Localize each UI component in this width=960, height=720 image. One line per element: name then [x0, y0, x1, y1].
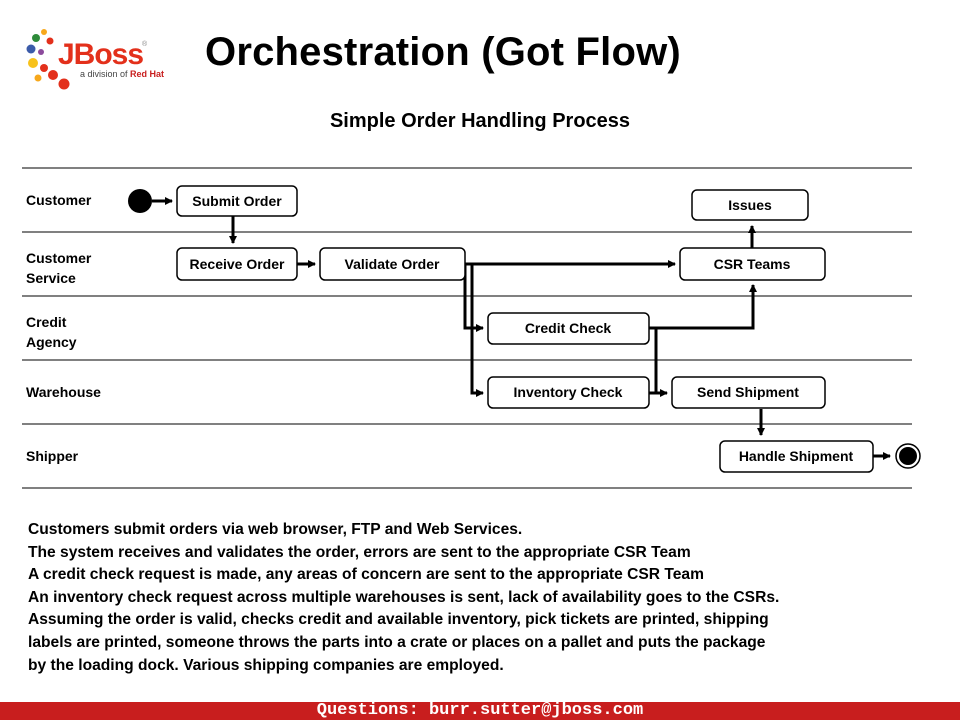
flow-validate-to-inventory — [470, 264, 484, 397]
task-label-credit-check: Credit Check — [525, 320, 612, 336]
task-issues — [691, 189, 809, 221]
description-line: An inventory check request across multip… — [28, 588, 780, 606]
process-description: Customers submit orders via web browser,… — [28, 519, 943, 677]
start-node — [128, 189, 152, 213]
task-inventory-check — [487, 376, 650, 409]
page-title: Orchestration (Got Flow) — [205, 30, 681, 74]
task-label-submit-order: Submit Order — [192, 193, 282, 209]
task-submit-order — [176, 185, 298, 217]
task-label-issues: Issues — [728, 197, 772, 213]
lane-label-credit-agency: Credit Agency — [26, 314, 77, 350]
logo-brand: Red Hat — [130, 69, 164, 79]
description-line: labels are printed, someone throws the p… — [28, 633, 766, 651]
diagram-subtitle: Simple Order Handling Process — [329, 110, 631, 132]
lane-label-shipper: Shipper — [26, 448, 78, 464]
description-line: A credit check request is made, any area… — [28, 566, 704, 584]
logo-tagline: a division of — [80, 69, 130, 79]
end-node-core — [899, 447, 917, 465]
task-label-csr-teams: CSR Teams — [714, 256, 791, 272]
flow-validate-to-credit — [463, 264, 484, 332]
registered-mark: ® — [142, 40, 148, 48]
description-line: The system receives and validates the or… — [28, 543, 691, 561]
footer-contact: Questions: burr.sutter@jboss.com — [0, 702, 960, 720]
task-label-receive-order: Receive Order — [190, 256, 285, 272]
svg-text:JBoss: JBoss — [58, 38, 143, 71]
task-csr-teams — [679, 247, 826, 281]
jboss-logo: JBoss ® a division of Red Hat — [26, 29, 164, 90]
description-line: Assuming the order is valid, checks cred… — [28, 611, 769, 629]
task-credit-check — [487, 312, 650, 345]
task-send-shipment — [671, 376, 826, 409]
logo-wordmark: JBoss — [58, 38, 143, 71]
task-receive-order — [176, 247, 298, 281]
flow-credit-to-csr — [649, 284, 757, 330]
task-label-inventory-check: Inventory Check — [514, 384, 623, 400]
task-label-handle-shipment: Handle Shipment — [739, 448, 854, 464]
task-handle-shipment — [719, 440, 874, 473]
lane-label-customer-service: Customer Service — [26, 250, 91, 286]
lane-label-customer: Customer — [26, 192, 91, 208]
description-line: Customers submit orders via web browser,… — [28, 521, 523, 538]
task-validate-order — [319, 247, 466, 281]
lane-label-warehouse: Warehouse — [26, 384, 101, 400]
task-label-send-shipment: Send Shipment — [697, 384, 799, 400]
svg-text:a division of Red Hat: a division of Red Hat — [80, 69, 164, 79]
description-line: by the loading dock. Various shipping co… — [28, 656, 504, 674]
task-label-validate-order: Validate Order — [345, 256, 440, 272]
